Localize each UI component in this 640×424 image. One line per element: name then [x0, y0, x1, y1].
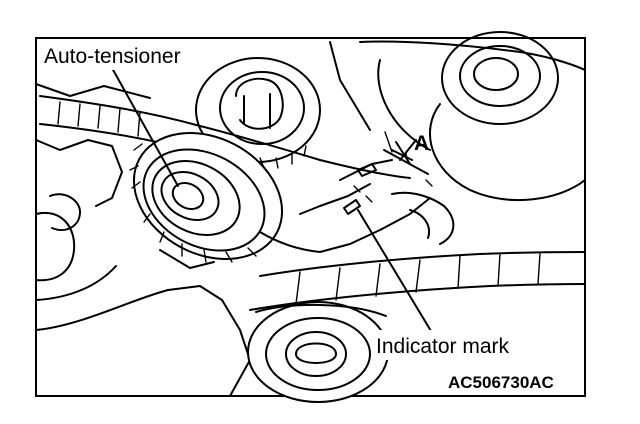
auto-tensioner-label: Auto-tensioner [44, 45, 181, 68]
dimension-a-lines [383, 131, 433, 187]
auto-tensioner-leader [111, 67, 179, 187]
tensioner-arm [259, 159, 455, 253]
labels: Auto-tensioner A Indicator mark AC506730… [40, 40, 582, 392]
upper-pulley [329, 31, 586, 201]
engine-block [35, 83, 251, 397]
indicator-mark-leader [357, 209, 435, 337]
figure-code-label: AC506730AC [448, 373, 554, 392]
dimension-a-label: A [414, 132, 429, 155]
dimension-a-leader [399, 139, 417, 161]
tensioner-pulley [129, 132, 284, 263]
indicator-mark-label: Indicator mark [376, 335, 510, 358]
leader-lines [111, 67, 435, 337]
lower-pulley [247, 301, 389, 403]
